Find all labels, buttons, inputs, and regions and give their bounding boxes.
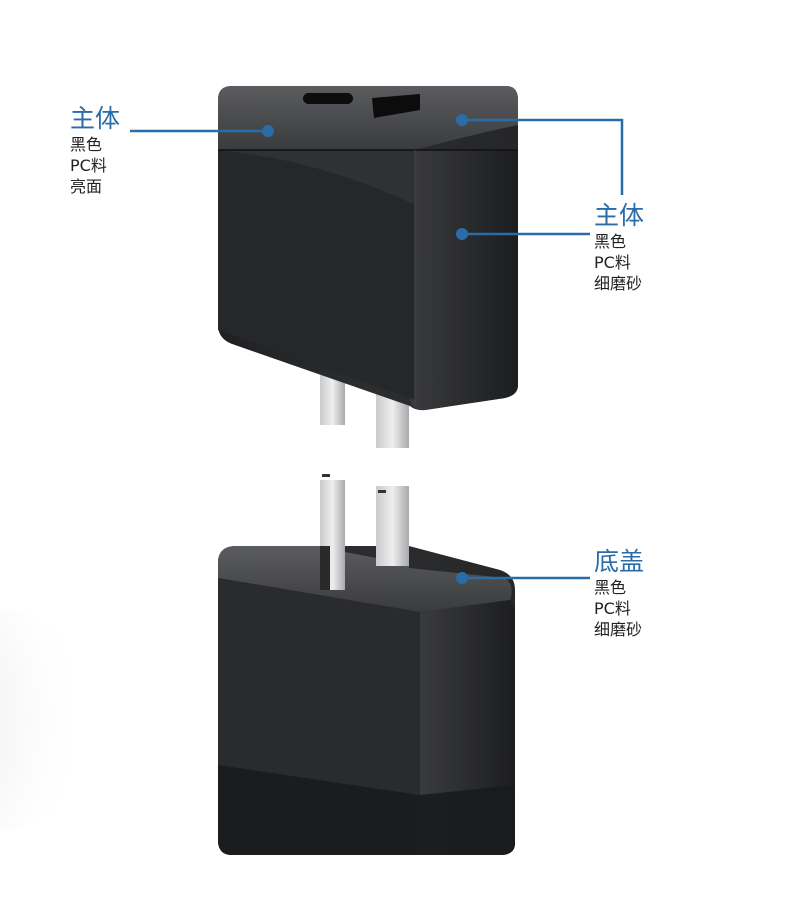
annotation-base-cover: 底盖 黑色 PC料 细磨砂	[594, 547, 644, 640]
background-shadow	[0, 610, 90, 830]
base-cover	[218, 546, 515, 855]
callout-dots	[262, 114, 468, 584]
annotation-material: PC料	[594, 599, 631, 618]
main-body-top	[218, 86, 518, 411]
annotation-color: 黑色	[594, 232, 627, 251]
annotation-finish: 亮面	[70, 177, 103, 196]
usb-a-port	[372, 94, 420, 118]
annotation-title: 主体	[70, 104, 121, 133]
annotation-finish: 细磨砂	[594, 274, 643, 293]
base-cover-prongs	[320, 474, 409, 590]
top-body-prongs	[320, 375, 409, 448]
annotation-material: PC料	[70, 156, 107, 175]
annotation-main-body-glossy: 主体 黑色 PC料 亮面	[70, 104, 120, 197]
annotation-color: 黑色	[594, 578, 627, 597]
callout-lines	[130, 118, 624, 580]
annotation-main-body-matte: 主体 黑色 PC料 细磨砂	[594, 201, 644, 294]
annotation-color: 黑色	[70, 135, 103, 154]
annotation-title: 主体	[594, 201, 645, 230]
annotation-title: 底盖	[594, 547, 645, 576]
annotation-material: PC料	[594, 253, 631, 272]
annotation-finish: 细磨砂	[594, 620, 643, 639]
usb-c-port	[303, 93, 353, 104]
